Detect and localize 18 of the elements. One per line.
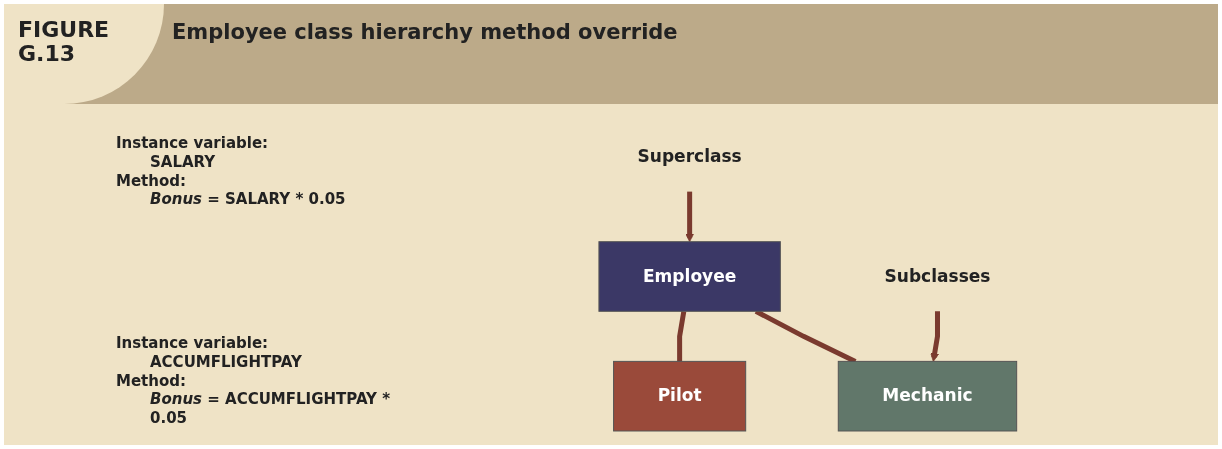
node-box: Employee bbox=[598, 241, 781, 312]
field-value: Bonus = ACCUMFLIGHTPAY * 0.05 bbox=[149, 390, 391, 428]
node-box: Mechanic bbox=[837, 360, 1018, 432]
node-text: Superclass bbox=[637, 146, 742, 167]
field-value: ACCUMFLIGHTPAY bbox=[149, 352, 303, 372]
node-box: Pilot bbox=[613, 360, 747, 432]
field-heading: Instance variable: bbox=[116, 334, 270, 353]
arrow bbox=[685, 191, 695, 243]
node-text: Subclasses bbox=[884, 265, 991, 286]
field-heading: Method: bbox=[116, 171, 187, 191]
field-heading: Method: bbox=[116, 371, 187, 391]
field-value: SALARY bbox=[149, 152, 217, 172]
figure-title: Employee class hierarchy method override bbox=[172, 20, 678, 44]
connector bbox=[677, 310, 687, 362]
field-value: Bonus = SALARY * 0.05 bbox=[149, 190, 347, 209]
field-heading: Instance variable: bbox=[116, 134, 270, 153]
figure-number: FIGURE G.13 bbox=[18, 18, 111, 67]
arrow bbox=[930, 311, 940, 362]
